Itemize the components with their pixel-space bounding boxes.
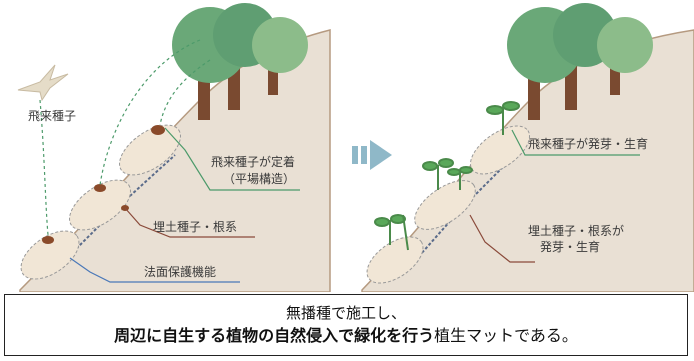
right-trees <box>507 3 653 120</box>
seed <box>42 236 54 244</box>
leader-germination <box>511 129 640 156</box>
label-buried-right-2: 発芽・生育 <box>540 239 600 254</box>
seed <box>151 125 165 135</box>
caption-line-2: 周辺に自生する植物の自然侵入で緑化を行う植生マットである。 <box>5 324 687 348</box>
left-mat-middle <box>69 179 131 231</box>
label-flat-structure: （平場構造） <box>223 172 295 186</box>
right-mat-middle <box>414 180 476 230</box>
right-mat-bottom <box>366 236 424 284</box>
transition-arrow <box>352 140 392 170</box>
label-buried-right-1: 埋土種子・根系が <box>528 223 624 238</box>
right-panel: 飛来種子が発芽・生育 埋土種子・根系が 発芽・生育 <box>361 3 694 292</box>
diagram: 飛来種子 飛来種子が定着 （平場構造） 埋土種子・根系 法面保護機能 <box>17 3 694 292</box>
left-panel: 飛来種子 飛来種子が定着 （平場構造） 埋土種子・根系 法面保護機能 <box>17 3 331 292</box>
leader-buried <box>124 207 255 238</box>
left-mat-bottom <box>20 230 80 280</box>
label-germination: 飛来種子が発芽・生育 <box>528 136 648 151</box>
caption-line-2-rest: 植生マットである。 <box>434 326 578 345</box>
seedlings <box>374 101 520 251</box>
left-slope-face <box>39 154 176 276</box>
left-trees <box>172 3 308 120</box>
caption-emphasis: 周辺に自生する植物の自然侵入で緑化を行う <box>114 326 435 345</box>
caption-box: 無播種で施工し、 周辺に自生する植物の自然侵入で緑化を行う植生マットである。 <box>4 294 688 356</box>
seed-arrow <box>39 99 49 236</box>
label-flying-seeds: 飛来種子 <box>28 109 76 123</box>
leader-buried-right <box>469 214 535 263</box>
left-mat-top <box>119 124 181 176</box>
leader-settled <box>164 127 300 191</box>
seed <box>94 184 106 192</box>
label-slope-protection: 法面保護機能 <box>144 264 216 279</box>
label-settled: 飛来種子が定着 <box>211 154 295 169</box>
caption-line-1: 無播種で施工し、 <box>285 304 406 322</box>
bird-icon <box>17 64 69 102</box>
leader-protection <box>69 257 240 283</box>
label-buried-left: 埋土種子・根系 <box>153 220 237 234</box>
seed-arrow <box>99 39 201 186</box>
